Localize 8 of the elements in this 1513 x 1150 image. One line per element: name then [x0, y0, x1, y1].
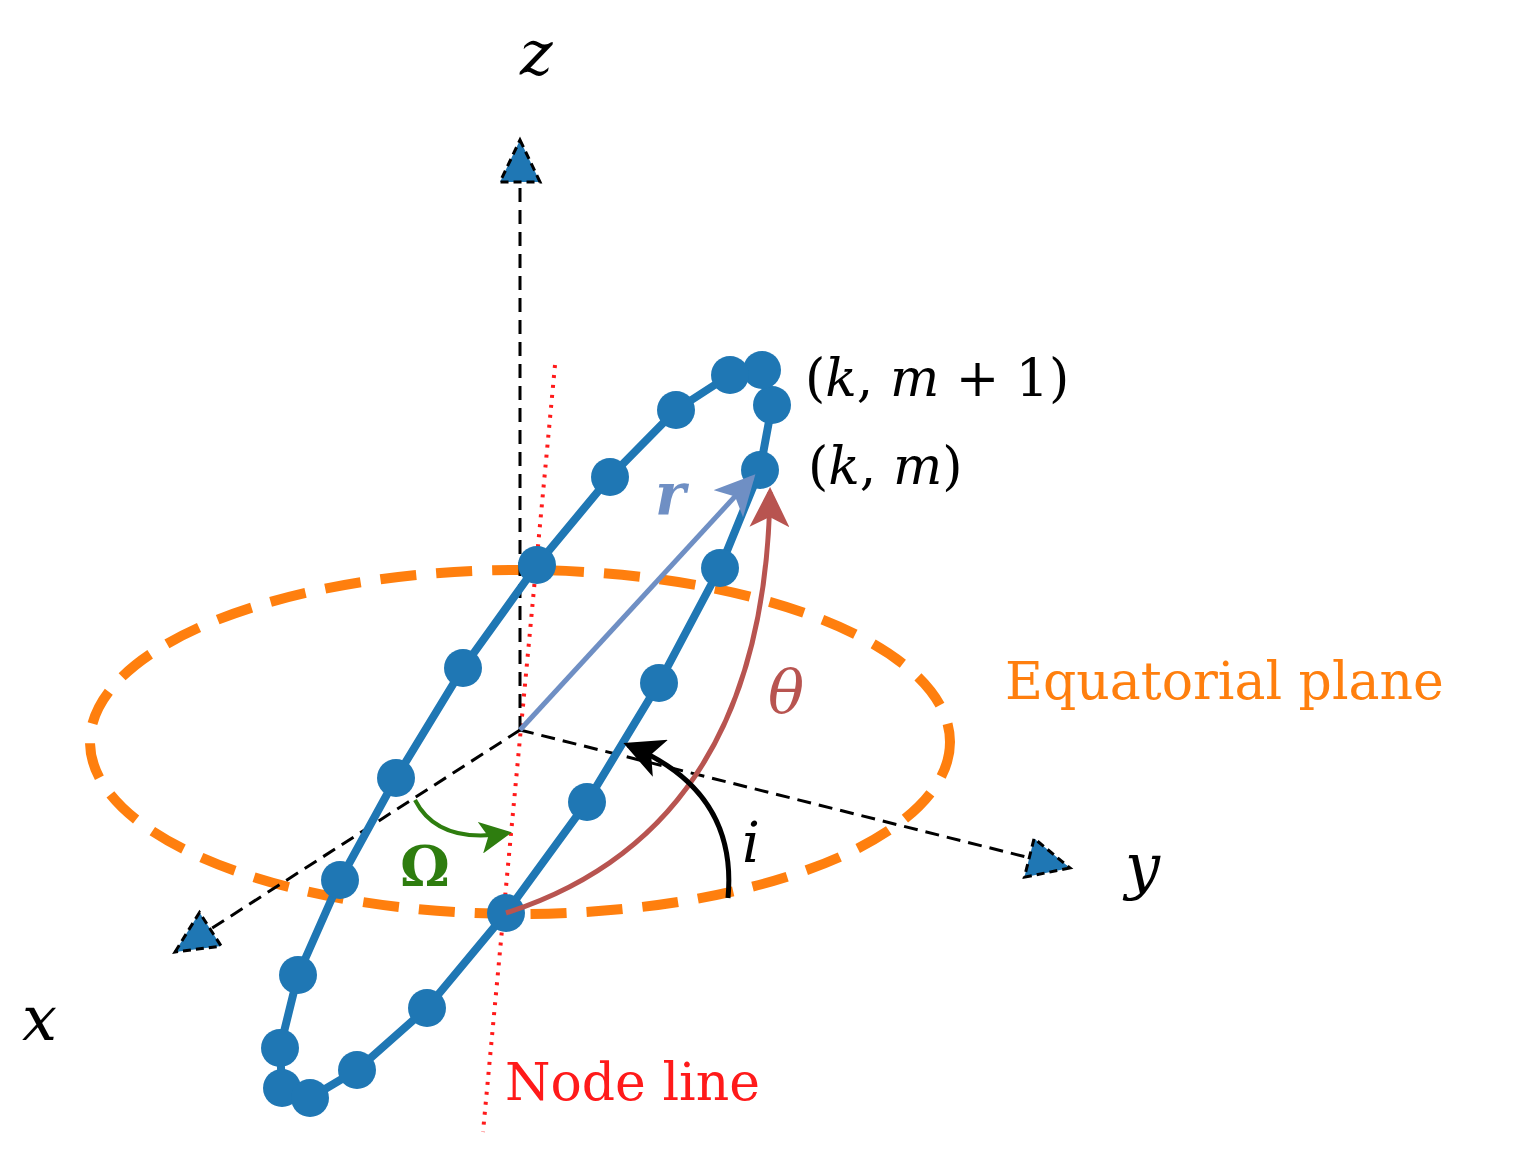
point-label: (k, m) — [808, 440, 963, 492]
angle-label: θ — [768, 662, 805, 722]
axis-label: x — [22, 988, 57, 1050]
line-label: Node line — [505, 1056, 760, 1108]
point-label: (k, m + 1) — [805, 352, 1070, 404]
angle-label: i — [742, 815, 760, 871]
axis-label: z — [520, 22, 553, 84]
angle-label: Ω — [400, 838, 450, 894]
